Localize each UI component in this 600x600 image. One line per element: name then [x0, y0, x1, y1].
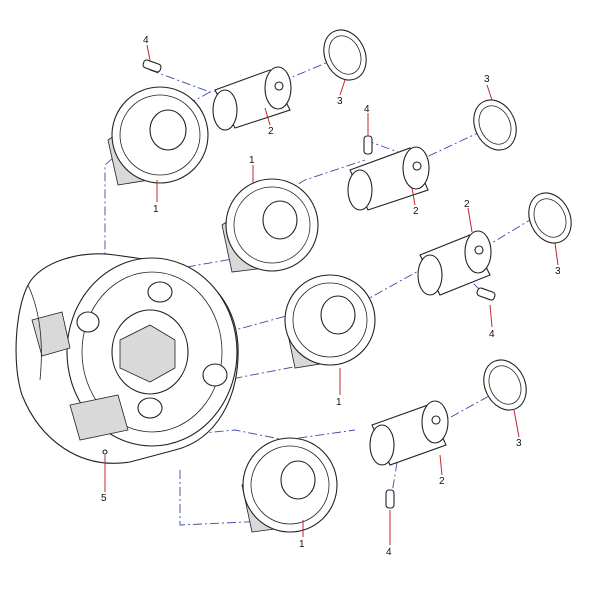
planet-gear-top: [107, 86, 209, 186]
callout-2-middle: 2: [464, 199, 470, 210]
planet-gear-lower-middle: [284, 274, 376, 369]
callout-4-top: 4: [143, 35, 149, 46]
planet-gear-upper-middle: [221, 178, 319, 273]
planet-pin-top: [212, 66, 292, 131]
callout-4-middle: 4: [489, 329, 495, 340]
callout-1-top: 1: [153, 204, 159, 215]
callout-leaders: [104, 44, 559, 545]
callout-4-bottom: 4: [386, 547, 392, 558]
planet-pin-middle: [417, 230, 492, 296]
spring-pin-2: [363, 135, 373, 155]
thrust-washer-4: [483, 359, 527, 411]
callout-3-middle: 3: [555, 266, 561, 277]
callout-2-top: 2: [268, 126, 274, 137]
callouts: 1 1 1 1 2 2 2 2 3 3 3 3 4 4 4 4 5: [101, 35, 561, 558]
spring-pin-4: [385, 489, 395, 509]
thrust-washer-1: [323, 29, 367, 81]
planet-pin-bottom: [369, 400, 449, 466]
planet-pin-upper: [347, 146, 430, 211]
callout-1-upper: 1: [249, 155, 255, 166]
spring-pin-3: [476, 287, 496, 301]
callout-2-upper: 2: [413, 206, 419, 217]
thrust-washer-2: [473, 99, 517, 151]
callout-1-middle: 1: [336, 397, 342, 408]
callout-5-carrier: 5: [101, 493, 107, 504]
planet-gear-bottom: [241, 437, 338, 533]
planet-carrier: [15, 253, 239, 464]
callout-4-upper: 4: [364, 104, 370, 115]
callout-3-top: 3: [337, 96, 343, 107]
spring-pin-1: [142, 59, 162, 73]
callout-1-bottom: 1: [299, 539, 305, 550]
callout-2-bottom: 2: [439, 476, 445, 487]
thrust-washer-3: [528, 192, 572, 244]
callout-3-bottom: 3: [516, 438, 522, 449]
callout-3-upper: 3: [484, 74, 490, 85]
